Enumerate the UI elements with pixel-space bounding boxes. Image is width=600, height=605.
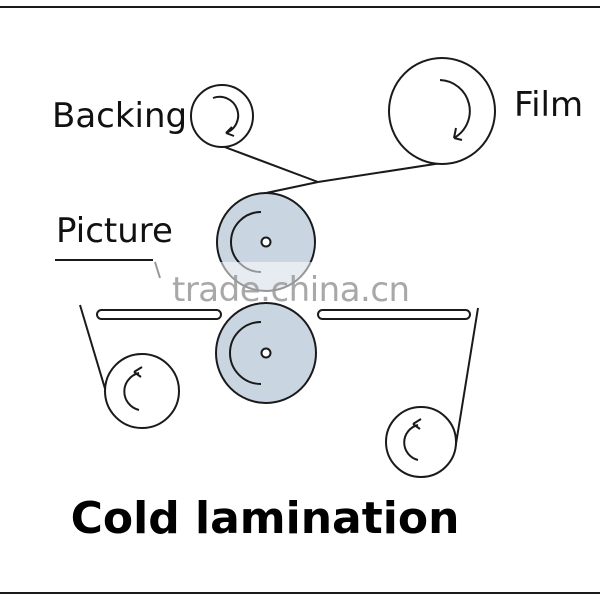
film-rotation-arc	[439, 79, 471, 139]
backing-roll	[190, 84, 254, 148]
film-roll	[388, 57, 496, 165]
label-backing: Backing	[52, 96, 188, 136]
lower-left-roll-circle	[104, 353, 180, 429]
picture-sheet-right	[317, 309, 471, 320]
lower-right-roll-circle	[385, 406, 457, 478]
lower-right-roll	[385, 406, 457, 478]
film-roll-circle	[388, 57, 496, 165]
bottom-laminating-roller	[215, 302, 317, 404]
bottom-roller-axle	[260, 347, 272, 359]
label-picture: Picture	[56, 211, 173, 251]
backing-arrow-icon	[225, 126, 235, 137]
film-arrow-icon	[453, 127, 463, 141]
lower-right-rotation-arc	[403, 424, 419, 461]
lower-right-arrow-icon	[412, 418, 422, 430]
lower-left-roll	[104, 353, 180, 429]
lower-left-rotation-arc	[123, 372, 140, 411]
backing-roll-circle	[190, 84, 254, 148]
backing-rotation-arc	[212, 95, 240, 134]
label-film: Film	[514, 85, 584, 125]
picture-sheet-left	[96, 309, 222, 320]
watermark-text: trade.china.cn	[172, 270, 410, 310]
film-web-line	[317, 161, 449, 183]
diagram-title: Cold lamination	[70, 493, 460, 544]
watermark-band	[75, 262, 485, 302]
lower-left-arrow-icon	[133, 366, 143, 378]
top-roller-axle	[260, 236, 272, 248]
bottom-roller-arc	[229, 321, 262, 385]
right-outer-web	[454, 307, 479, 451]
